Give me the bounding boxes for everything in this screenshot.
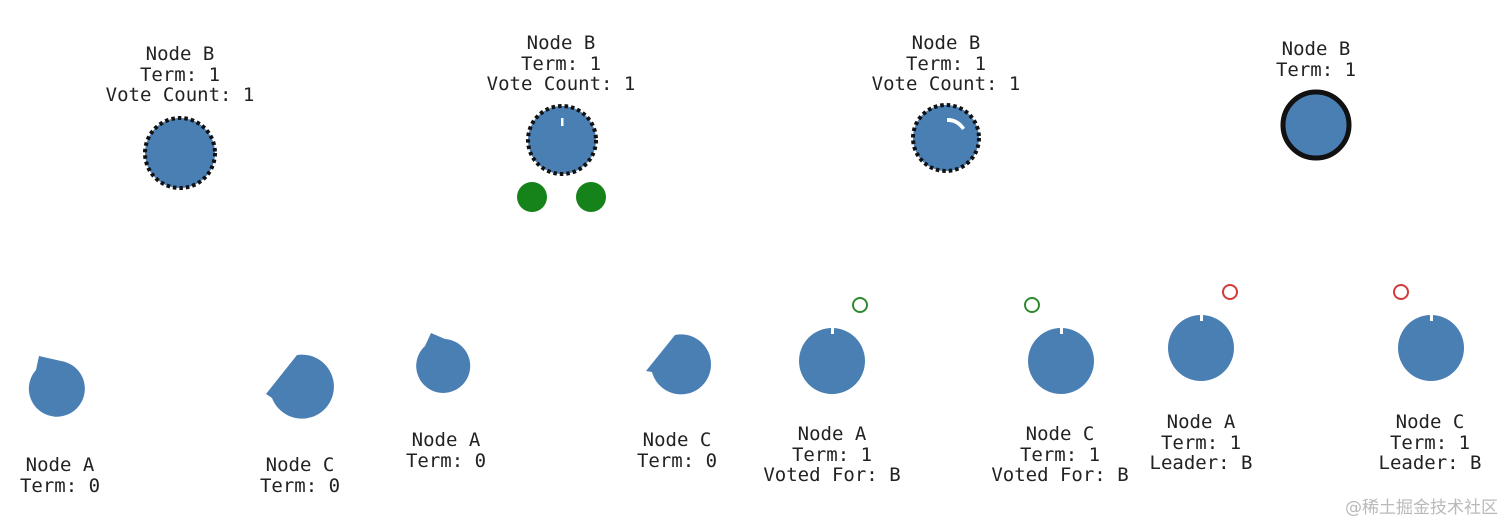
node-c-follower-circle xyxy=(1398,315,1464,381)
candidate-frame-2 xyxy=(517,104,606,212)
candidate-label-2: Node B Term: 1 Vote Count: 1 xyxy=(487,33,636,95)
term-text: Term: 1 xyxy=(520,52,602,75)
watermark: @稀土掘金技术社区 xyxy=(1345,498,1498,518)
election-timeout-indicator xyxy=(1060,328,1063,334)
term-text: Term: 1 xyxy=(791,443,873,466)
vote-count-text: Vote Count: 1 xyxy=(871,73,1021,95)
node-a-follower-circle xyxy=(28,356,85,417)
candidate-label-1: Node B Term: 1 Vote Count: 1 xyxy=(106,44,255,106)
node-c-follower-circle xyxy=(1028,328,1094,394)
node-name: Node A xyxy=(25,454,95,476)
term-text: Term: 1 xyxy=(1275,58,1357,81)
follower-frame-4 xyxy=(646,334,712,395)
follower-label-5: Node A Term: 1 Voted For: B xyxy=(763,424,900,486)
voted-for-text: Voted For: B xyxy=(763,464,901,486)
election-timeout-indicator xyxy=(831,328,834,334)
leader-text: Leader: B xyxy=(1149,452,1253,474)
candidate-label-4: Node B Term: 1 xyxy=(1276,39,1356,80)
heartbeat-ring xyxy=(1222,284,1238,300)
follower-frame-7 xyxy=(1168,284,1238,381)
term-text: Term: 0 xyxy=(405,449,487,472)
term-text: Term: 1 xyxy=(139,63,221,86)
term-text: Term: 0 xyxy=(259,474,341,497)
follower-frame-2 xyxy=(266,354,334,419)
vote-request-ring xyxy=(852,297,868,313)
term-text: Term: 1 xyxy=(905,52,987,75)
election-timeout-indicator xyxy=(1430,315,1433,321)
node-name: Node B xyxy=(145,43,215,65)
follower-frame-3 xyxy=(416,333,471,393)
follower-frame-8 xyxy=(1393,284,1464,381)
node-a-follower-circle xyxy=(799,328,865,394)
candidate-label-3: Node B Term: 1 Vote Count: 1 xyxy=(872,33,1021,95)
follower-frame-6 xyxy=(1024,297,1094,394)
node-name: Node A xyxy=(797,423,867,445)
vote-received-dot-c xyxy=(576,182,606,212)
node-name: Node A xyxy=(1166,411,1236,433)
term-text: Term: 1 xyxy=(1019,443,1101,466)
vote-received-dot-a xyxy=(517,182,547,212)
node-name: Node B xyxy=(526,32,596,54)
node-b-candidate-circle xyxy=(143,116,217,190)
node-b-candidate-circle xyxy=(911,103,981,173)
node-name: Node A xyxy=(411,429,481,451)
vote-request-ring xyxy=(1024,297,1040,313)
follower-label-7: Node A Term: 1 Leader: B xyxy=(1150,412,1253,474)
vote-count-text: Vote Count: 1 xyxy=(105,84,255,106)
node-name: Node B xyxy=(1281,38,1351,60)
node-b-candidate-circle xyxy=(526,104,598,176)
election-timeout-indicator xyxy=(1200,315,1203,321)
follower-label-1: Node A Term: 0 xyxy=(20,455,100,496)
node-name: Node C xyxy=(1025,423,1095,445)
voted-for-text: Voted For: B xyxy=(991,464,1129,486)
follower-label-2: Node C Term: 0 xyxy=(260,455,340,496)
follower-label-3: Node A Term: 0 xyxy=(406,430,486,471)
candidate-frame-1 xyxy=(143,116,217,190)
term-text: Term: 0 xyxy=(636,449,718,472)
term-text: Term: 0 xyxy=(19,474,101,497)
node-name: Node B xyxy=(911,32,981,54)
node-name: Node C xyxy=(265,454,335,476)
leader-text: Leader: B xyxy=(1378,452,1482,474)
node-a-follower-circle xyxy=(1168,315,1234,381)
election-timeout-indicator xyxy=(561,118,564,126)
term-text: Term: 1 xyxy=(1389,431,1471,454)
follower-frame-5 xyxy=(799,297,868,394)
candidate-frame-4 xyxy=(1280,89,1352,161)
heartbeat-ring xyxy=(1393,284,1409,300)
election-timeout-indicator xyxy=(947,117,965,130)
follower-frame-1 xyxy=(28,356,85,417)
node-name: Node C xyxy=(642,429,712,451)
follower-label-6: Node C Term: 1 Voted For: B xyxy=(991,424,1128,486)
candidate-frame-3 xyxy=(911,103,981,173)
term-text: Term: 1 xyxy=(1160,431,1242,454)
node-c-follower-circle xyxy=(646,334,712,395)
follower-label-4: Node C Term: 0 xyxy=(637,430,717,471)
follower-label-8: Node C Term: 1 Leader: B xyxy=(1379,412,1482,474)
node-name: Node C xyxy=(1395,411,1465,433)
node-b-leader-circle xyxy=(1280,89,1352,161)
vote-count-text: Vote Count: 1 xyxy=(486,73,636,95)
node-c-follower-circle xyxy=(266,354,334,419)
node-a-follower-circle xyxy=(416,333,471,393)
